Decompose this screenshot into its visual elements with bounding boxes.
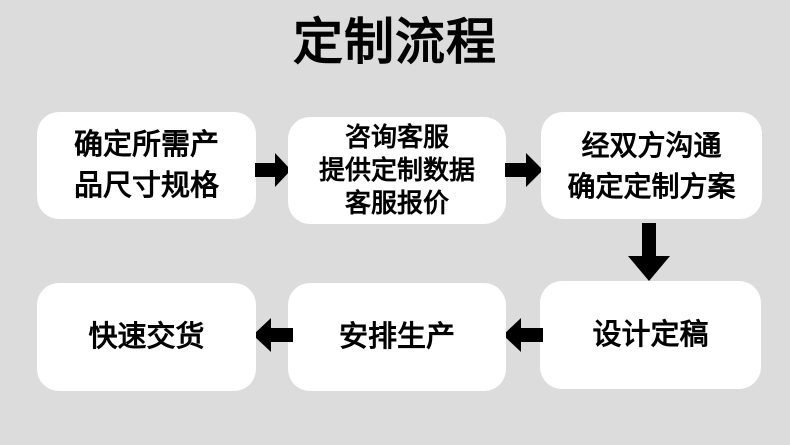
arrow-right-icon	[255, 153, 291, 187]
arrow-left-icon	[503, 318, 543, 352]
flow-node-step-1[interactable]: 确定所需产 品尺寸规格	[37, 112, 256, 219]
arrow-right-icon	[505, 153, 543, 187]
arrow-left-icon	[253, 318, 293, 352]
flow-node-step-3-line-2: 确定定制方案	[567, 170, 736, 202]
flow-node-step-2[interactable]: 咨询客服 提供定制数据 客服报价	[288, 117, 506, 224]
page-title: 定制流程	[293, 14, 497, 70]
flow-node-step-4[interactable]: 设计定稿	[540, 281, 761, 389]
arrow-down-icon	[628, 223, 670, 281]
flow-node-step-2-line-1: 咨询客服	[344, 122, 449, 152]
flow-node-step-2-line-2: 提供定制数据	[318, 155, 475, 185]
flow-node-step-4-line-1: 设计定稿	[592, 319, 709, 351]
flow-node-step-3-line-1: 经双方沟通	[581, 129, 722, 161]
flow-node-step-1-line-2: 品尺寸规格	[73, 169, 219, 202]
flow-node-step-1-line-1: 确定所需产	[73, 128, 219, 161]
flow-node-step-6[interactable]: 快速交货	[37, 283, 256, 391]
flow-node-step-5[interactable]: 安排生产	[288, 283, 506, 391]
flow-node-step-2-line-3: 客服报价	[344, 188, 449, 218]
flow-node-step-6-line-1: 快速交货	[88, 321, 205, 353]
flow-node-step-5-line-1: 安排生产	[338, 321, 455, 353]
flow-node-step-3[interactable]: 经双方沟通 确定定制方案	[541, 112, 762, 219]
